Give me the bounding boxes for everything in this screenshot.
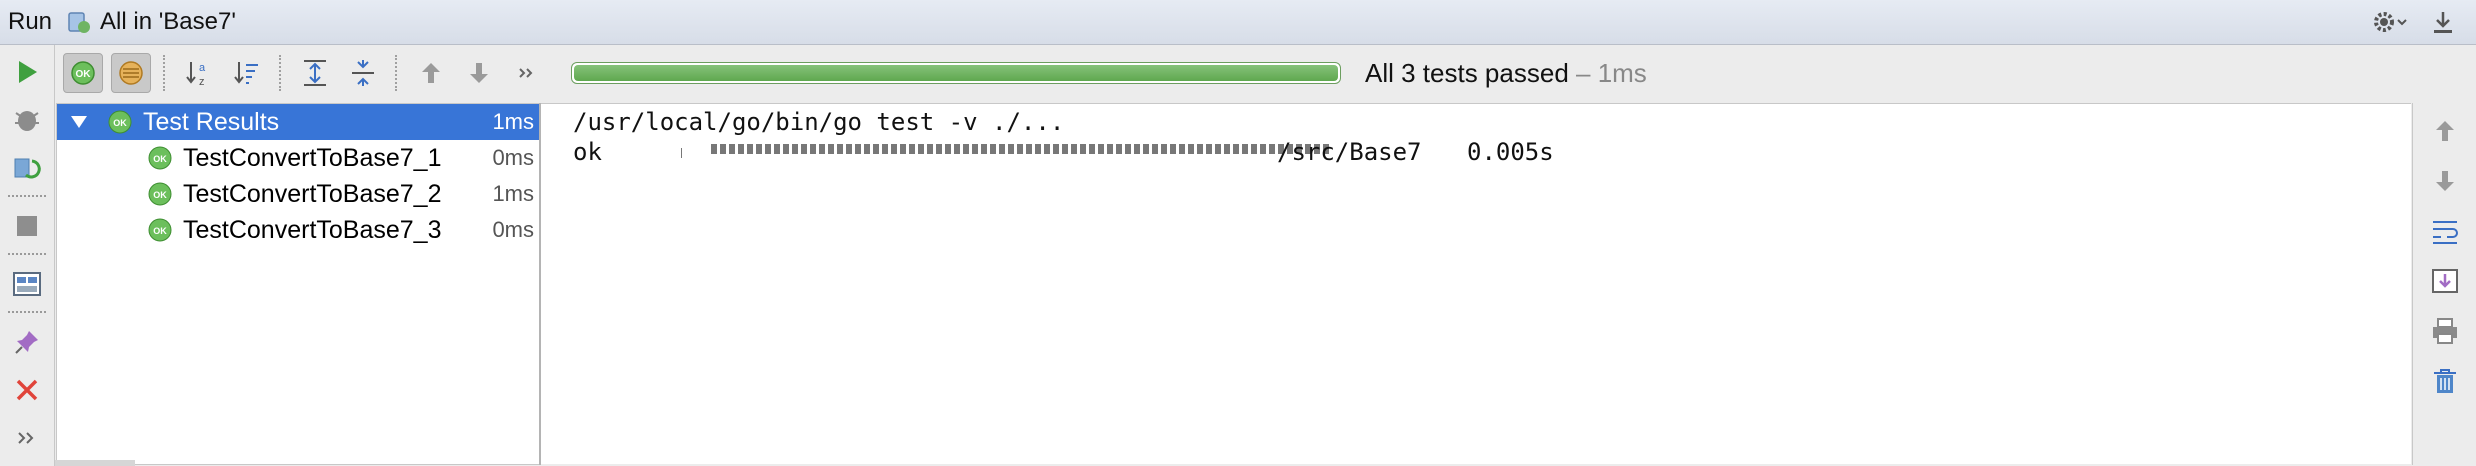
previous-failed-test-button[interactable] — [411, 53, 451, 93]
collapse-all-icon — [352, 60, 374, 86]
console-command-line: /usr/local/go/bin/go test -v ./... — [573, 108, 1065, 136]
next-failed-test-button[interactable] — [459, 53, 499, 93]
pass-badge: OK — [153, 154, 167, 164]
run-icon — [19, 61, 37, 83]
expand-all-icon — [304, 60, 326, 86]
tree-root-test-results[interactable]: OK Test Results 1ms — [57, 104, 540, 140]
show-ignored-icon — [119, 61, 143, 85]
print-button[interactable] — [2425, 311, 2465, 351]
tree-item-label: TestConvertToBase7_3 — [183, 215, 442, 244]
scroll-down-icon — [2436, 171, 2454, 191]
test-status: All 3 tests passed – 1ms — [1365, 58, 1647, 89]
clear-all-button[interactable] — [2425, 361, 2465, 401]
pass-badge: OK — [153, 226, 167, 236]
layout-icon — [13, 272, 41, 296]
show-passed-toggle[interactable]: OK — [63, 53, 103, 93]
console-result-time: 0.005s — [1467, 138, 1554, 166]
tree-item-label: TestConvertToBase7_2 — [183, 179, 442, 208]
left-toolbar — [0, 45, 55, 466]
clear-icon — [2434, 369, 2456, 393]
pass-icon: OK — [148, 218, 172, 242]
sort-by-duration-button[interactable] — [227, 53, 267, 93]
tree-item-test-1[interactable]: OK TestConvertToBase7_1 0ms — [57, 140, 540, 176]
svg-text:z: z — [199, 76, 205, 88]
debug-button[interactable] — [8, 101, 46, 139]
ok-badge-text: OK — [76, 69, 92, 80]
scroll-to-end-button[interactable] — [2425, 261, 2465, 301]
splitter[interactable] — [539, 103, 541, 465]
expand-all-button[interactable] — [295, 53, 335, 93]
soft-wrap-button[interactable] — [2425, 211, 2465, 251]
soft-wrap-icon — [2433, 221, 2458, 244]
redacted-path — [681, 148, 682, 158]
sort-duration-icon — [234, 62, 258, 84]
redacted-path — [711, 144, 1331, 154]
tree-item-label: Test Results — [143, 107, 280, 136]
status-text: All 3 tests passed — [1365, 57, 1569, 88]
pass-badge: OK — [113, 118, 127, 128]
scroll-to-end-icon — [2432, 269, 2458, 293]
run-button[interactable] — [8, 53, 46, 91]
tree-item-label: TestConvertToBase7_1 — [183, 143, 442, 172]
rerun-failed-icon — [14, 158, 41, 179]
rerun-button[interactable] — [8, 149, 46, 187]
gear-icon[interactable] — [2370, 9, 2410, 35]
console-result-prefix: ok — [573, 138, 602, 166]
sort-alpha-icon: az — [186, 62, 206, 88]
next-failed-icon — [470, 63, 488, 83]
run-label: Run — [8, 8, 53, 35]
hide-panel-icon[interactable] — [2430, 9, 2456, 35]
pass-icon: OK — [148, 146, 172, 170]
console-toolbar — [2412, 103, 2476, 465]
test-progress-bar — [571, 62, 1341, 84]
stop-button[interactable] — [8, 207, 46, 245]
collapse-all-button[interactable] — [343, 53, 383, 93]
pin-icon — [15, 331, 38, 354]
console-result-path: /src/Base7 — [1277, 138, 1422, 166]
progress-fill — [574, 65, 1338, 81]
pin-button[interactable] — [8, 323, 46, 361]
tool-window-header: Run All in 'Base7' — [0, 0, 2476, 45]
test-config-icon — [68, 12, 91, 33]
prev-failed-icon — [422, 63, 440, 83]
tree-item-test-3[interactable]: OK TestConvertToBase7_3 0ms — [57, 212, 540, 248]
more-toolbar-button[interactable] — [507, 53, 547, 93]
show-passed-icon: OK — [71, 61, 95, 85]
pass-icon: OK — [108, 110, 132, 134]
status-duration: – 1ms — [1568, 57, 1647, 88]
scroll-up-icon — [2436, 121, 2454, 141]
scroll-up-button[interactable] — [2425, 111, 2465, 151]
more-actions-button[interactable] — [8, 419, 46, 457]
bottom-tab-strip — [55, 460, 135, 466]
expand-arrow-icon[interactable] — [69, 112, 89, 132]
tree-item-time: 1ms — [492, 181, 534, 206]
tree-item-time: 1ms — [492, 109, 534, 134]
more-icon — [18, 432, 34, 444]
tree-item-time: 0ms — [492, 217, 534, 242]
print-icon — [2433, 318, 2457, 344]
test-results-tree: OK Test Results 1ms OK TestConvertToBase… — [56, 103, 540, 465]
svg-text:a: a — [199, 62, 206, 74]
stop-icon — [17, 216, 37, 236]
close-icon — [16, 379, 38, 401]
layout-button[interactable] — [8, 265, 46, 303]
tree-item-time: 0ms — [492, 145, 534, 170]
console-output[interactable]: /usr/local/go/bin/go test -v ./... ok /s… — [541, 103, 2411, 464]
config-name[interactable]: All in 'Base7' — [100, 8, 236, 35]
debug-icon — [15, 111, 39, 131]
scroll-down-button[interactable] — [2425, 161, 2465, 201]
pass-badge: OK — [153, 190, 167, 200]
close-button[interactable] — [8, 371, 46, 409]
show-ignored-toggle[interactable] — [111, 53, 151, 93]
pass-icon: OK — [148, 182, 172, 206]
tree-item-test-2[interactable]: OK TestConvertToBase7_2 1ms — [57, 176, 540, 212]
more-icon — [519, 68, 533, 78]
